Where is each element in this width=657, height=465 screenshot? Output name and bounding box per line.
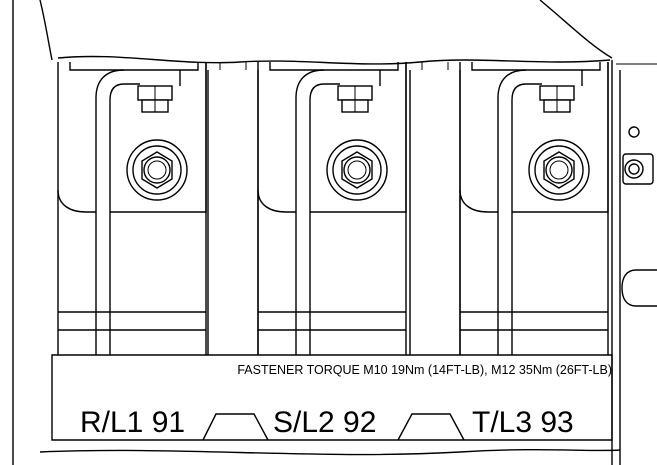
- bus-bar-assemblies: [57, 62, 609, 355]
- torque-note: FASTENER TORQUE M10 19Nm (14FT-LB), M12 …: [237, 363, 612, 377]
- terminal-label-s-l2: S/L2 92: [273, 406, 376, 439]
- bus-bar-r-l1: [57, 62, 207, 355]
- label-strip: [39, 354, 621, 456]
- terminal-label-t-l3: T/L3 93: [472, 406, 574, 439]
- bus-bar-t-l3: [459, 62, 609, 355]
- housing-outline: [12, 0, 657, 465]
- bus-bar-s-l2: [257, 62, 407, 355]
- terminal-label-r-l1: R/L1 91: [80, 406, 185, 439]
- spacer-bar-1: [207, 62, 259, 355]
- spacer-bar-2: [409, 62, 461, 355]
